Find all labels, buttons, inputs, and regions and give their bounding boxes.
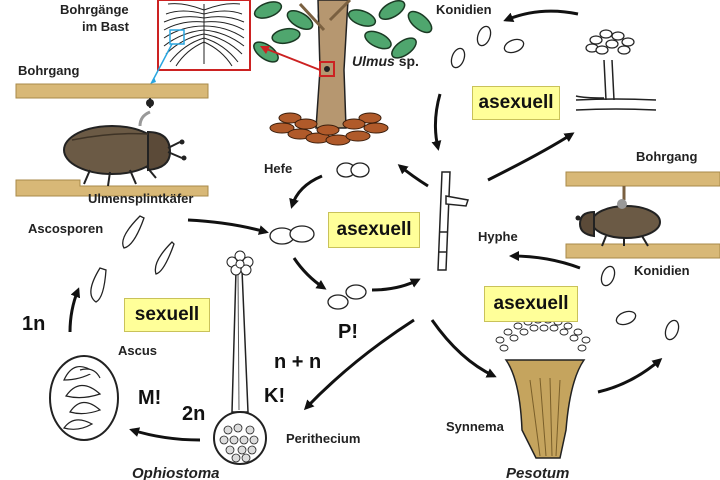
phase-asexuell-right: asexuell (484, 286, 578, 322)
label-ascus: Ascus (118, 343, 158, 358)
label-ulmus: Ulmus sp. (352, 54, 419, 68)
phase-asexuell-center: asexuell (328, 212, 420, 248)
label-hefe: Hefe (264, 161, 293, 176)
beetle-left (63, 110, 187, 187)
elm-tree (253, 0, 433, 146)
ulmus-genus: Ulmus (352, 53, 395, 69)
label-perithecium: Perithecium (286, 431, 361, 446)
perithecium (213, 250, 267, 465)
conidiophore-top (450, 25, 657, 111)
label-m: M! (138, 387, 162, 409)
ascus (49, 355, 119, 441)
gallery-inset (150, 0, 251, 84)
beetle-right (575, 199, 661, 247)
label-bohrgaenge-line1: Bohrgänge (60, 2, 129, 17)
right-gallery (565, 171, 720, 341)
label-2n: 2n (182, 403, 206, 425)
label-hyphe: Hyphe (478, 229, 518, 244)
label-pesotum: Pesotum (506, 465, 570, 480)
phase-asexuell-top-right: asexuell (472, 86, 560, 120)
label-p: P! (338, 321, 358, 343)
yeast-cells (269, 162, 370, 310)
cycle-arrows (68, 9, 663, 442)
label-ophiostoma: Ophiostoma (132, 465, 220, 480)
label-bohrgang-right: Bohrgang (636, 149, 698, 164)
label-bohrgang-left: Bohrgang (18, 63, 80, 78)
ascospores (90, 215, 175, 303)
synnema (495, 316, 591, 459)
label-ulmensplintkaefer: Ulmensplintkäfer (88, 191, 194, 206)
label-k: K! (264, 385, 286, 407)
phase-sexuell: sexuell (124, 298, 210, 332)
left-gallery (15, 83, 209, 197)
label-ascosporen: Ascosporen (28, 221, 104, 236)
label-n-plus-n: n + n (274, 351, 322, 373)
label-bohrgaenge-line2: im Bast (82, 19, 129, 34)
label-konidien-top: Konidien (436, 2, 492, 17)
label-konidien-right: Konidien (634, 263, 690, 278)
hypha (437, 171, 469, 271)
ulmus-species: sp. (398, 53, 419, 69)
label-1n: 1n (22, 313, 46, 335)
label-synnema: Synnema (446, 419, 504, 434)
